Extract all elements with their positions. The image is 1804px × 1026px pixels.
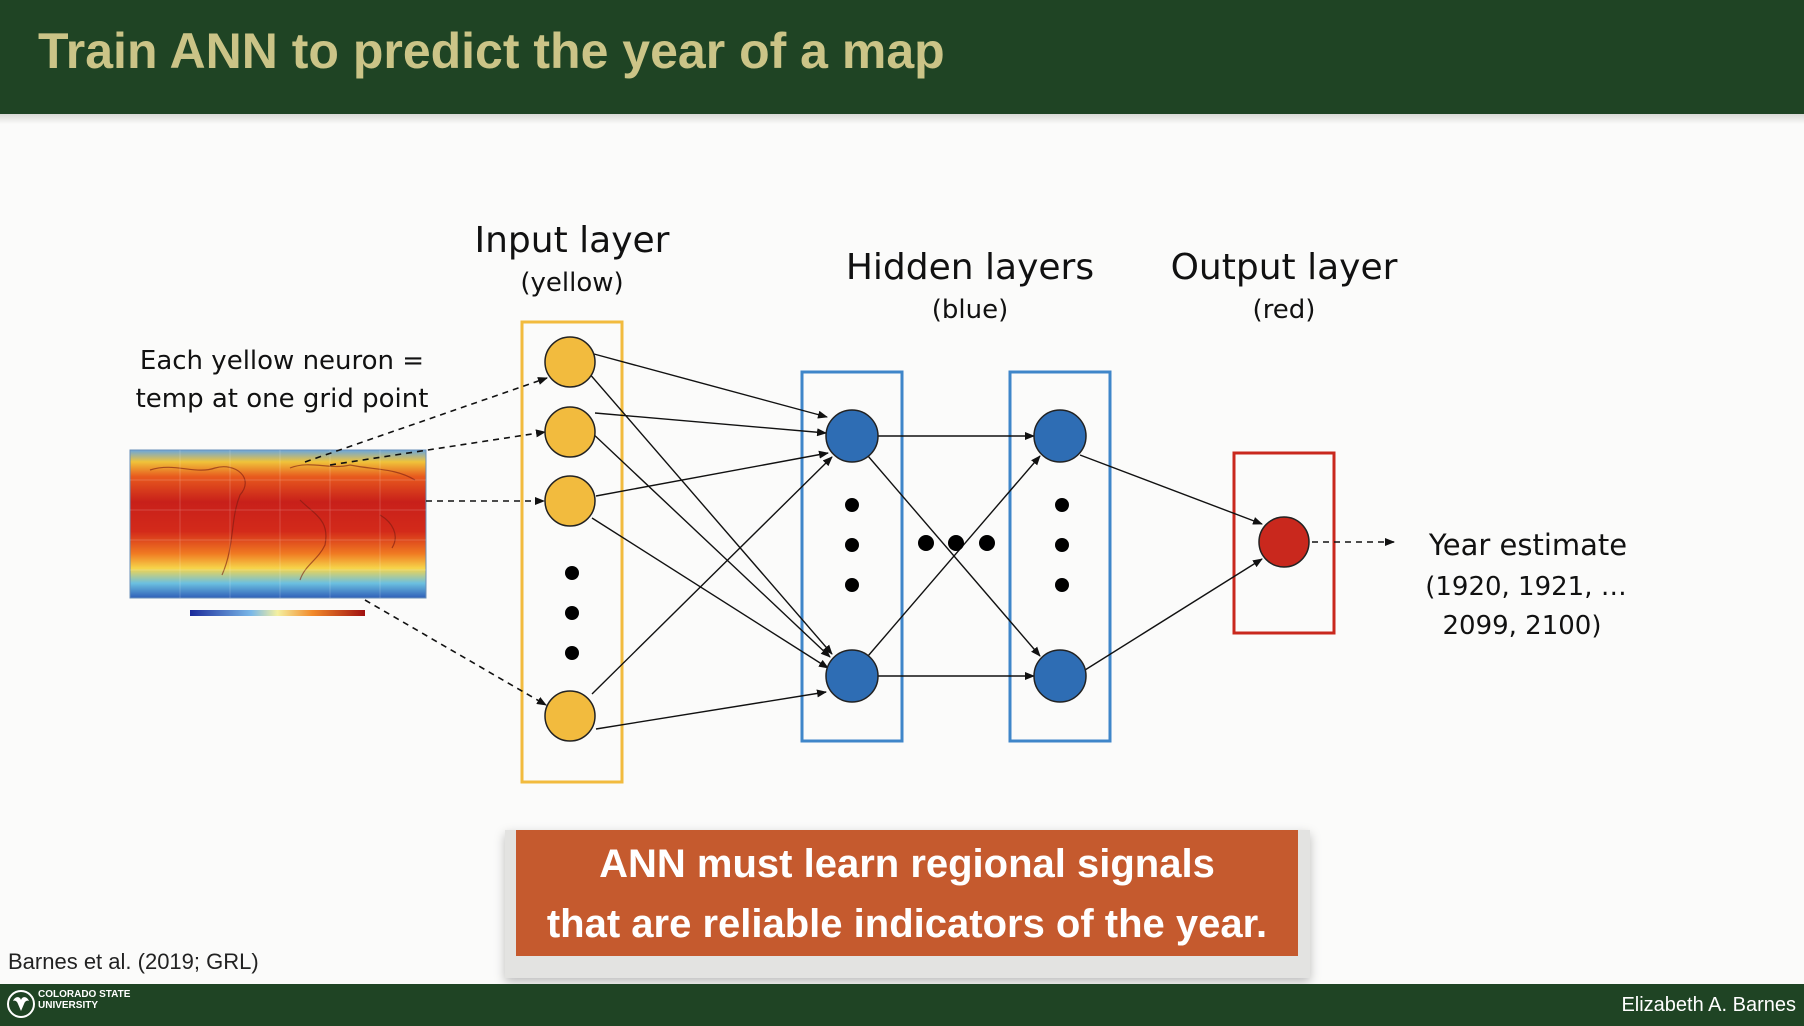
continent-outline — [149, 464, 416, 581]
hidden-neurons — [825, 409, 1087, 703]
year-range-line2: 2099, 2100) — [1442, 611, 1601, 641]
map-colorbar — [190, 610, 365, 616]
input-neuron — [544, 406, 596, 458]
hidden-neuron — [1033, 409, 1087, 463]
output-layer-heading: Output layer — [1171, 247, 1398, 288]
callout-line1: ANN must learn regional signals — [599, 842, 1215, 886]
citation: Barnes et al. (2019; GRL) — [8, 949, 259, 974]
hidden-layer-1-box — [800, 370, 904, 743]
hidden-neuron — [825, 409, 879, 463]
input-neurons — [544, 336, 596, 742]
hidden-layers-sub: (blue) — [932, 295, 1009, 325]
input-layer-box — [520, 320, 624, 784]
input-dashed-arrows — [304, 377, 548, 706]
network-connections — [587, 353, 1263, 730]
callout-box: ANN must learn regional signals that are… — [516, 830, 1298, 956]
university-name: COLORADO STATE UNIVERSITY — [38, 989, 131, 1011]
hidden-layers-heading: Hidden layers — [846, 247, 1094, 288]
output-layer-sub: (red) — [1253, 295, 1316, 325]
title-bar: Train ANN to predict the year of a map — [0, 0, 1804, 114]
year-range-line1: (1920, 1921, … — [1425, 572, 1627, 602]
hidden-neuron — [1033, 649, 1087, 703]
callout-line2: that are reliable indicators of the year… — [546, 902, 1268, 946]
temperature-map — [129, 449, 427, 616]
input-layer-heading: Input layer — [475, 220, 670, 261]
output-neuron — [1258, 516, 1310, 568]
author-name: Elizabeth A. Barnes — [1621, 994, 1796, 1016]
input-layer-sub: (yellow) — [520, 268, 623, 298]
csu-ram-logo-icon — [7, 990, 35, 1018]
input-neuron — [544, 690, 596, 742]
slide-title: Train ANN to predict the year of a map — [38, 23, 945, 79]
year-estimate-label: Year estimate — [1428, 528, 1627, 562]
neuron-note-line2: temp at one grid point — [136, 384, 429, 414]
footer-bar: COLORADO STATE UNIVERSITY Elizabeth A. B… — [0, 984, 1804, 1026]
title-shadow — [0, 114, 1804, 124]
hidden-layer-2-box — [1008, 370, 1112, 743]
ellipsis-dots — [565, 498, 1069, 660]
neuron-note-line1: Each yellow neuron = — [140, 346, 424, 376]
input-neuron — [544, 475, 596, 527]
output-layer-box — [1232, 451, 1336, 635]
input-neuron — [544, 336, 596, 388]
hidden-neuron — [825, 649, 879, 703]
